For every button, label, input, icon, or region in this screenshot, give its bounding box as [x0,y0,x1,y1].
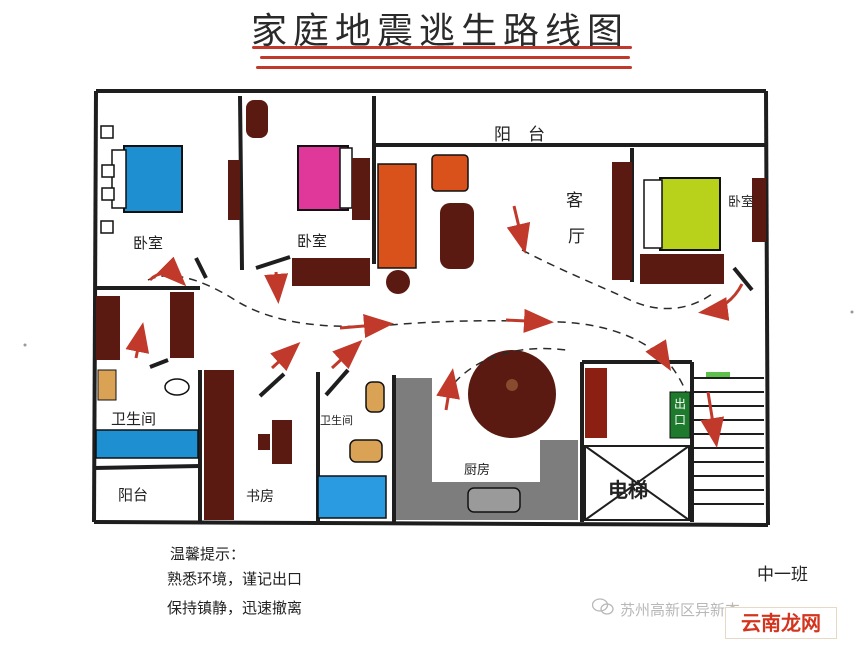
brand-logo: 云南龙网 [725,607,837,639]
bathtub-middle [317,475,387,519]
tips-heading: 温馨提示： [170,545,246,563]
toilet-middle [365,381,385,413]
door-post-left [170,292,194,358]
outer-walls [92,89,770,527]
arrow-bedroom-right [698,283,744,321]
wardrobe-middle [292,258,370,286]
bathroom-middle [317,381,387,519]
stair-top-mark [706,372,730,378]
cabinet-right [752,178,766,242]
study-room [204,370,292,520]
dresser-middle [246,100,268,138]
kitchen-area [396,350,578,520]
arrow-bath-left [125,322,150,359]
arrow-stairs [700,391,725,448]
arrow-study [270,341,301,372]
bathtub-left [95,429,199,459]
label-bedroom-middle: 卧室 [297,232,328,250]
arrow-bath-middle [330,339,363,370]
sofa-top [431,154,469,192]
sofa-vertical [377,163,417,269]
exit-sign-label: 出口 [673,397,686,427]
dining-table [468,350,556,438]
cabinet-bath-left [96,296,120,360]
wechat-icon [592,598,614,615]
pencil-dot-2 [850,310,854,314]
label-living-2: 厅 [568,227,585,247]
route-living [521,249,713,310]
arrow-exit [645,339,672,372]
elevator-cross-2 [584,445,690,521]
bookshelf [204,370,234,520]
label-bathroom-middle: 卫生间 [320,414,353,427]
route-arrows [125,205,744,448]
label-bedroom-left: 卧室 [133,234,164,252]
diagram-title: 家庭地震逃生路线图 [250,11,629,52]
desk [272,420,292,464]
watermark-text: 苏州高新区异新杰 [620,601,741,619]
bathroom-left [95,292,199,459]
exit-sign-box [669,391,691,439]
wardrobe-right [640,254,724,284]
label-balcony-bottom: 阳台 [118,486,149,504]
wardrobe-left [228,160,240,220]
label-bedroom-right: 卧室 [728,195,755,210]
arrow-kitchen [436,368,460,411]
stool [386,270,410,294]
stairs [694,377,764,505]
label-elevator: 电梯 [608,478,648,502]
title-underline-2 [260,56,630,59]
counter-right [540,440,578,520]
sink-left [97,369,117,401]
sink-kitchen [467,487,521,513]
class-label: 中一班 [757,565,808,585]
bed-middle-pillow [339,147,353,209]
title-underline-1 [252,46,632,49]
tv-cabinet [612,162,632,280]
arrow-corridor-1 [339,314,394,338]
tips-line-1: 熟悉环境，谨记出口 [167,570,303,588]
bed-left [123,145,183,213]
label-bathroom-left: 卫生间 [111,410,157,428]
living-room [377,154,632,294]
elevator-box [584,445,690,521]
toilet-left [164,378,190,396]
coffee-table [440,203,474,269]
tips-line-2: 保持镇静，迅速撤离 [167,599,303,617]
title-underline-3 [256,66,632,69]
arrow-corridor-2 [505,308,554,333]
arrow-bedroom-middle [264,271,289,304]
label-living-1: 客 [566,191,583,211]
label-balcony-top: 阳 台 [494,125,545,145]
stair-hall [584,368,764,521]
label-study: 书房 [246,489,274,505]
bedroom-right [640,177,766,284]
arrow-bedroom-left [148,256,187,287]
bed-right [659,177,721,251]
dining-table-center [506,379,518,391]
nightstand-2 [101,164,115,178]
pencil-dot-1 [23,343,27,347]
nightstand-1 [100,125,114,139]
bed-right-pillows [643,179,663,249]
nightstand-3 [101,187,115,201]
nightstand-4 [100,220,114,234]
cabinet-middle [352,158,370,220]
bedroom-middle [246,100,370,286]
fridge [585,368,607,438]
chair [258,434,270,450]
arrow-living [506,205,531,254]
bed-left-pillows [111,149,127,209]
sink-middle [349,439,383,463]
bedroom-left [100,125,240,234]
label-kitchen: 厨房 [464,463,491,478]
